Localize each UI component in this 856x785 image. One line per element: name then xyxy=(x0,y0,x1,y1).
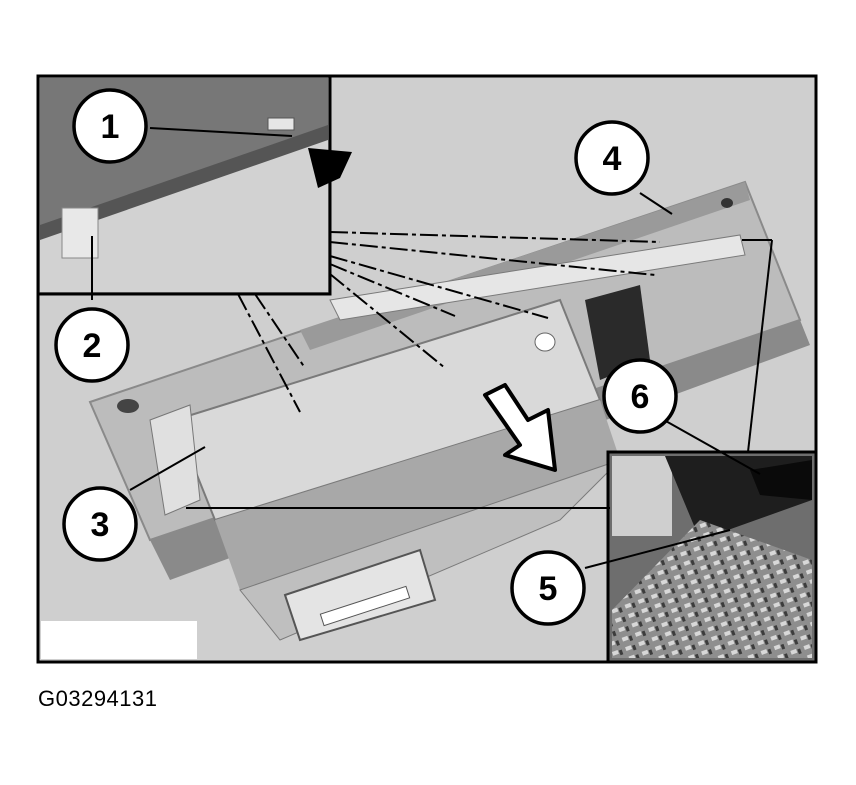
callout-4: 4 xyxy=(574,120,650,196)
svg-text:2: 2 xyxy=(83,327,102,365)
svg-text:3: 3 xyxy=(91,506,110,544)
callout-6: 6 xyxy=(602,358,678,434)
svg-text:5: 5 xyxy=(539,570,558,608)
callout-3: 3 xyxy=(62,486,138,562)
figure-caption: G03294131 xyxy=(38,686,158,711)
callout-2: 2 xyxy=(54,307,130,383)
svg-text:4: 4 xyxy=(603,140,622,178)
callout-5: 5 xyxy=(510,550,586,626)
photo-panel xyxy=(36,74,818,664)
leader-lines xyxy=(91,127,773,569)
svg-text:1: 1 xyxy=(101,108,120,146)
inset-bottom-right xyxy=(606,450,818,664)
pointer-lines xyxy=(237,231,661,413)
callout-1: 1 xyxy=(72,88,148,164)
svg-text:6: 6 xyxy=(631,378,650,416)
